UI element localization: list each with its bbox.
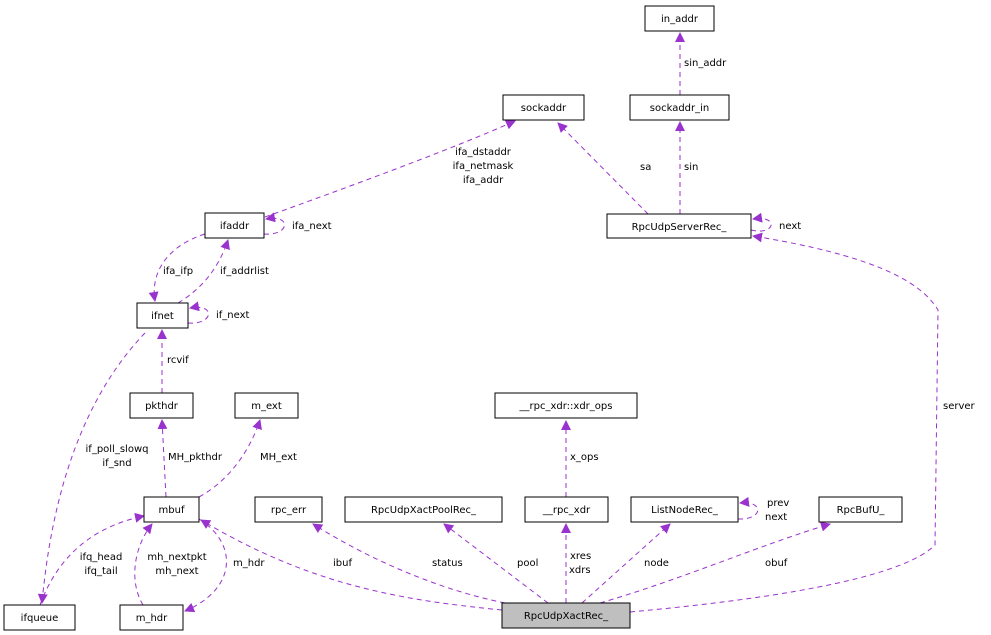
node-label: sockaddr_in (650, 103, 710, 114)
edge-sa (557, 122, 649, 215)
label-ifq_tail: ifq_tail (84, 566, 117, 577)
node-label: __rpc_xdr (542, 505, 591, 516)
label-ifa_dstaddr: ifa_dstaddr (455, 147, 512, 158)
node-xdr_ops[interactable]: __rpc_xdr::xdr_ops (494, 392, 638, 419)
edge-pool (443, 523, 549, 604)
node-label: rpc_err (271, 505, 307, 516)
label-if_snd: if_snd (102, 458, 131, 469)
node-mbuf[interactable]: mbuf (143, 496, 200, 523)
label-sa: sa (640, 162, 651, 173)
label-server: server (943, 401, 976, 412)
edge-mh_next (134, 523, 153, 606)
label-MH_pkthdr: MH_pkthdr (168, 452, 223, 463)
label-mh_nextpkt: mh_nextpkt (147, 552, 206, 563)
node-label: ListNodeRec_ (651, 505, 719, 516)
edge-ifq (39, 512, 145, 606)
node-label: in_addr (661, 14, 699, 25)
edge-labels: sin_addr sin sa next ifa_dstaddr ifa_net… (80, 58, 976, 577)
edge-m_hdr (184, 518, 227, 613)
label-if_addrlist: if_addrlist (220, 266, 269, 277)
edge-ifa-addrs (264, 120, 516, 218)
edge-if_next (187, 301, 209, 324)
node-label: RpcUdpXactPoolRec_ (371, 505, 477, 516)
edge-ifa_next (263, 212, 285, 235)
node-ifaddr[interactable]: ifaddr (204, 212, 265, 239)
node-RpcUdpXactPoolRec_[interactable]: RpcUdpXactPoolRec_ (344, 496, 503, 523)
label-sin: sin (684, 162, 698, 173)
label-obuf: obuf (765, 558, 788, 569)
label-ifa_addr: ifa_addr (463, 175, 504, 186)
node-label: RpcBufU_ (837, 505, 886, 516)
label-ifa_ifp: ifa_ifp (163, 266, 193, 277)
label-m_hdr: m_hdr (233, 558, 265, 569)
node-label: mbuf (159, 505, 185, 516)
label-node: node (644, 558, 669, 569)
node-RpcUdpXactRec_[interactable]: RpcUdpXactRec_ (501, 602, 631, 629)
edge-obuf (599, 521, 831, 604)
label-prev: prev (767, 498, 789, 509)
node-label: sockaddr (521, 103, 567, 114)
label-if_next: if_next (216, 310, 250, 321)
label-xdrs: xdrs (569, 565, 591, 576)
node-ifnet[interactable]: ifnet (136, 302, 189, 329)
node-label: ifnet (151, 311, 174, 322)
edge-ifa_ifp (148, 233, 206, 302)
label-pool: pool (517, 558, 538, 569)
node-RpcUdpServerRec_[interactable]: RpcUdpServerRec_ (606, 213, 752, 239)
edges (37, 32, 939, 613)
node-RpcBufU_[interactable]: RpcBufU_ (818, 496, 903, 523)
node-label: RpcUdpServerRec_ (632, 222, 728, 233)
label-rcvif: rcvif (167, 355, 189, 366)
label-next-server: next (779, 221, 801, 232)
label-ibuf: ibuf (333, 558, 352, 569)
node-label: ifaddr (220, 221, 250, 232)
node-rpc_err[interactable]: rpc_err (254, 496, 323, 523)
node-in_addr[interactable]: in_addr (644, 5, 715, 32)
edge-if_snd (37, 332, 146, 604)
node-ListNodeRec_[interactable]: ListNodeRec_ (630, 496, 739, 523)
label-next-list: next (765, 512, 787, 523)
label-xres: xres (570, 551, 591, 562)
node-label: pkthdr (145, 401, 179, 412)
node-label: RpcUdpXactRec_ (524, 611, 609, 622)
label-ifa_next: ifa_next (292, 221, 332, 232)
node-label: ifqueue (21, 613, 59, 624)
edge-ibuf (200, 519, 503, 611)
label-if_poll_slowq: if_poll_slowq (86, 444, 149, 455)
node-rpc_xdr[interactable]: __rpc_xdr (524, 496, 609, 523)
label-status: status (432, 558, 463, 569)
label-ifa_netmask: ifa_netmask (453, 161, 514, 172)
node-label: __rpc_xdr::xdr_ops (519, 401, 613, 412)
edge-status (312, 523, 506, 604)
label-MH_ext: MH_ext (260, 452, 297, 463)
label-x_ops: x_ops (570, 452, 599, 463)
node-label: m_hdr (136, 613, 168, 624)
edge-next-list (737, 496, 759, 520)
edge-if_addrlist (177, 239, 230, 304)
label-sin_addr: sin_addr (684, 58, 727, 69)
edge-next-server (750, 212, 772, 232)
node-label: m_ext (251, 401, 282, 412)
node-ifqueue[interactable]: ifqueue (3, 604, 76, 631)
node-m_ext[interactable]: m_ext (234, 392, 299, 419)
edge-MH_ext (198, 419, 262, 498)
edge-MH_pkthdr (157, 419, 168, 498)
edge-server (629, 232, 939, 613)
label-mh_next: mh_next (155, 566, 198, 577)
node-sockaddr_in[interactable]: sockaddr_in (629, 94, 730, 121)
label-ifq_head: ifq_head (80, 552, 123, 563)
edge-node (581, 523, 671, 604)
node-sockaddr[interactable]: sockaddr (502, 94, 585, 121)
node-pkthdr[interactable]: pkthdr (129, 392, 194, 419)
node-m_hdr[interactable]: m_hdr (119, 604, 184, 631)
